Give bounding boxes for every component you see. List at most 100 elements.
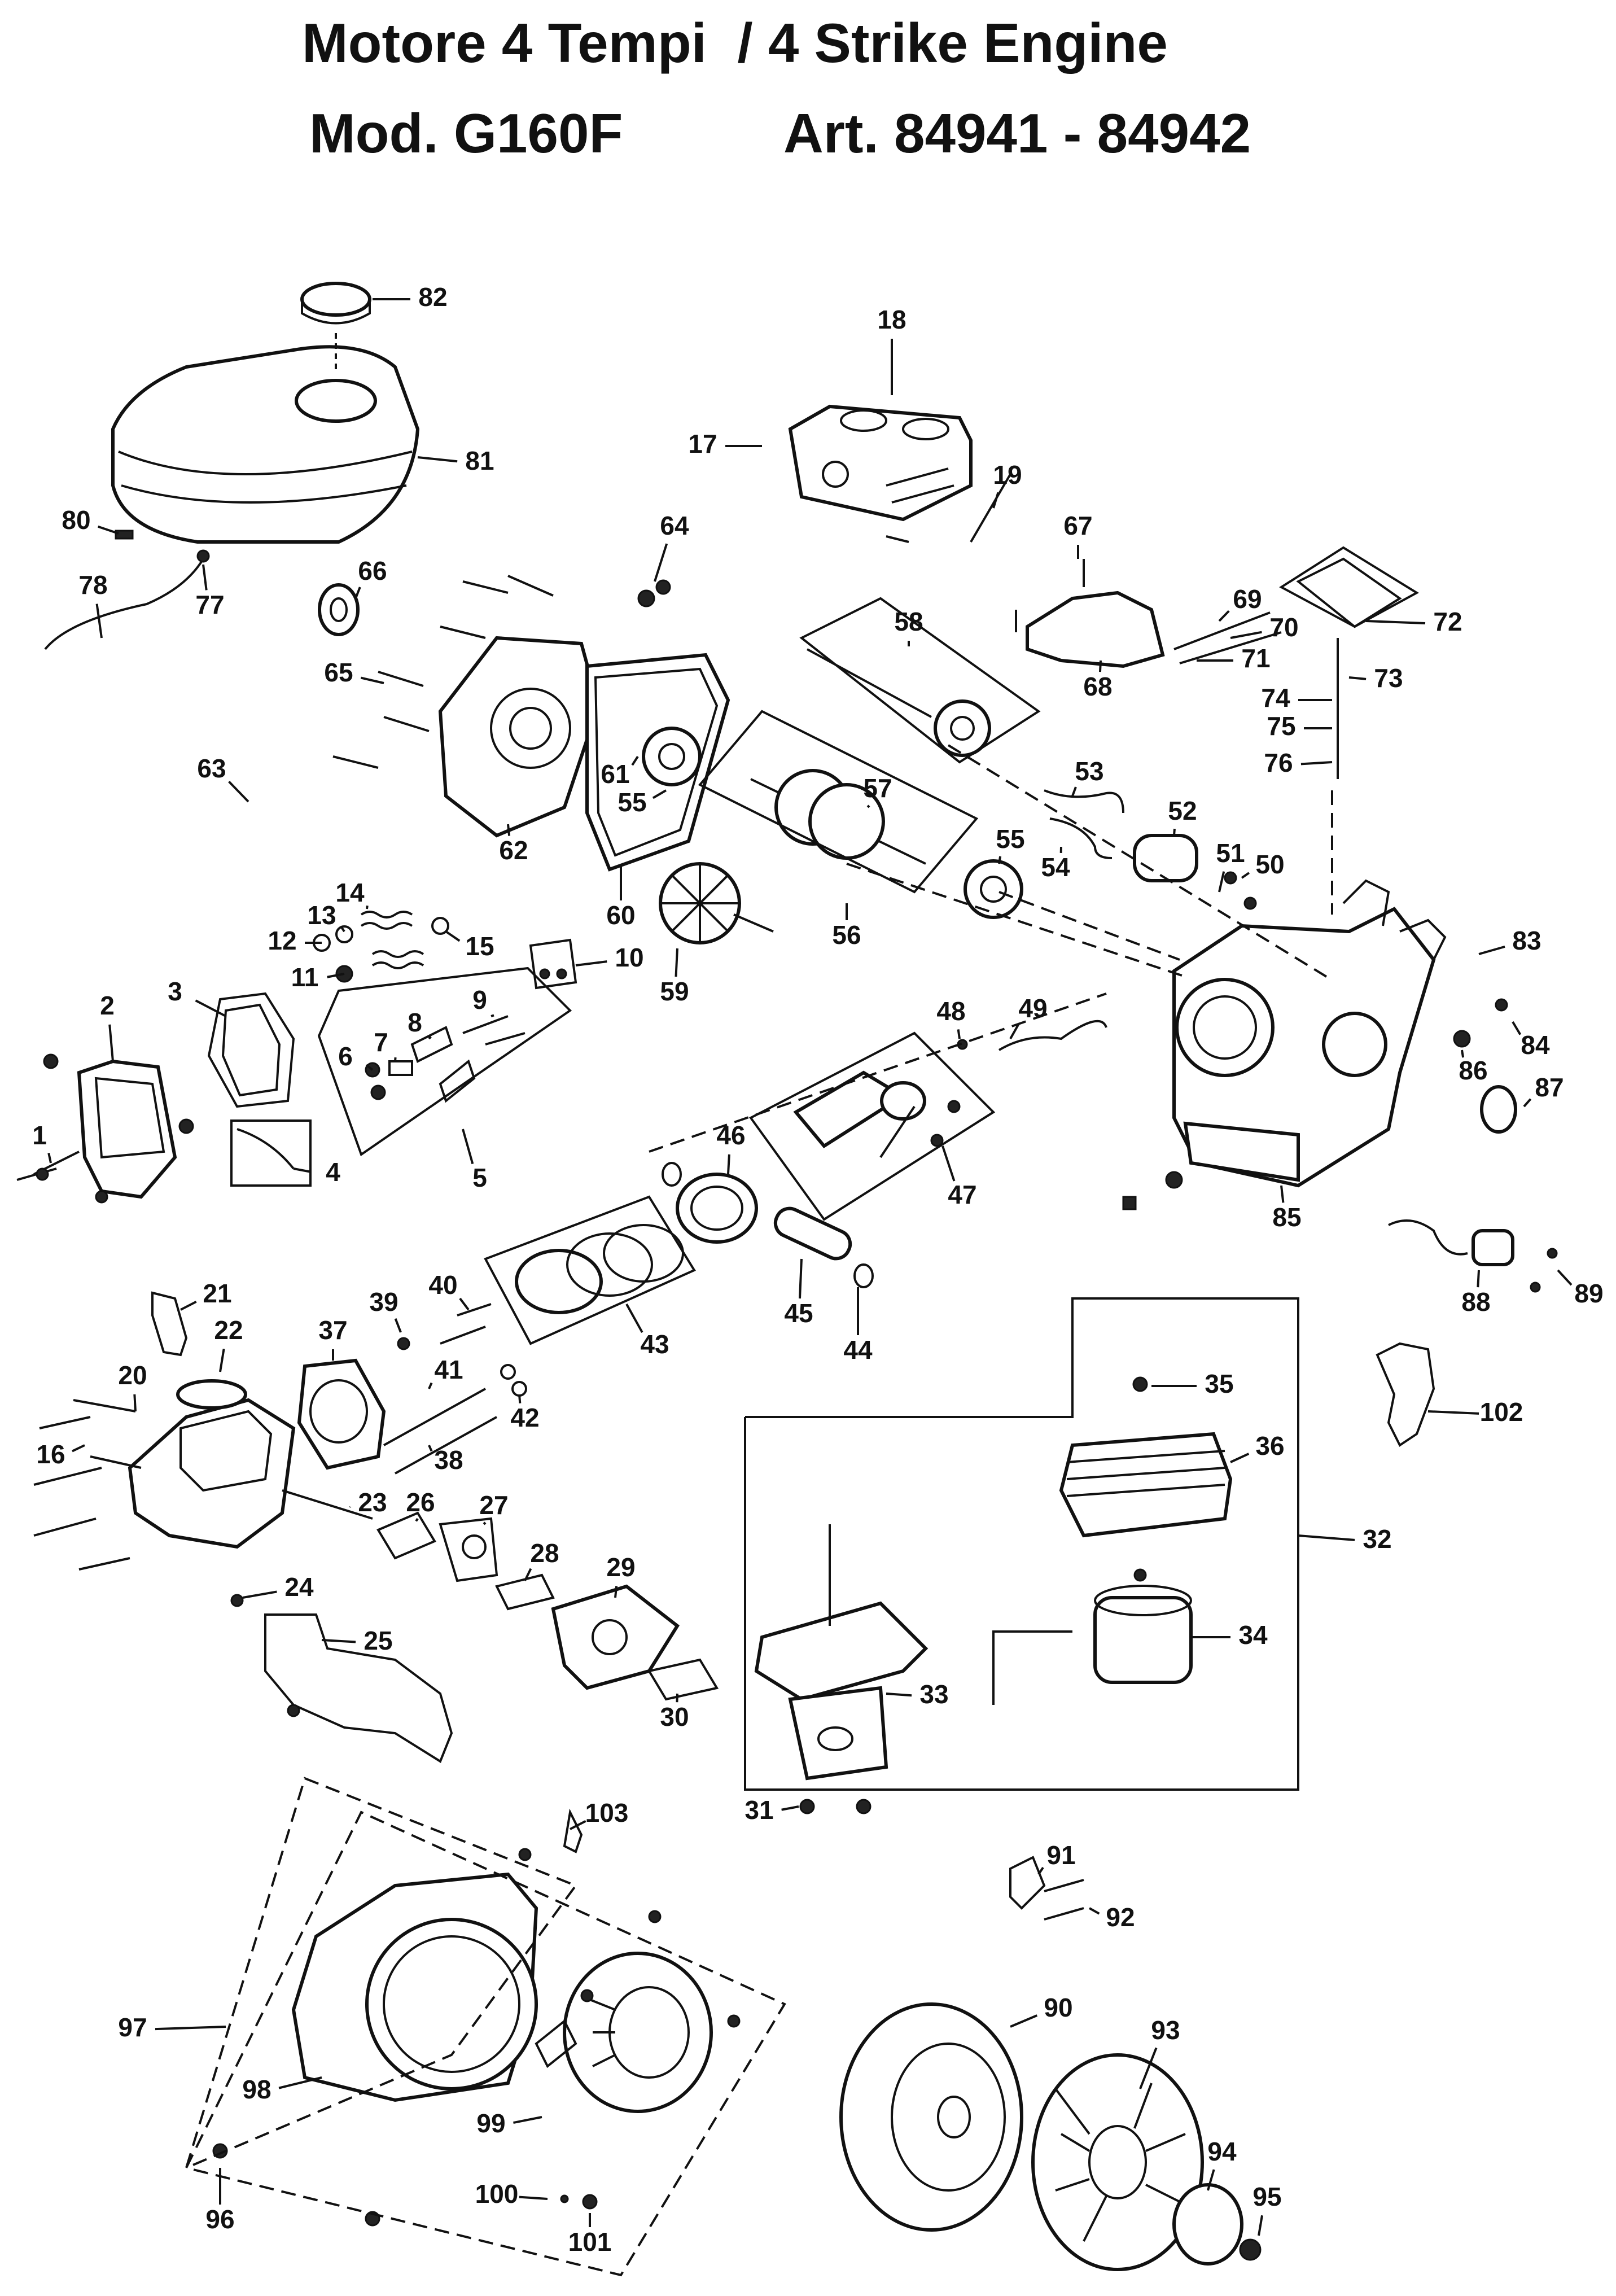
leader-line [72, 1444, 85, 1453]
part-callout-label: 99 [476, 2109, 505, 2138]
part-callout-label: 19 [993, 460, 1022, 489]
leader-line [614, 1586, 618, 1598]
group-boxes [184, 546, 1419, 2277]
part-callout-label: 67 [1063, 511, 1092, 540]
part-callout-label: 50 [1255, 850, 1284, 879]
part-callout-label: 69 [1233, 584, 1262, 614]
leader-line [1427, 1410, 1479, 1415]
part-callout-label: 57 [863, 773, 892, 803]
leader-line [445, 930, 461, 942]
leader-line [1280, 1185, 1285, 1203]
part-callout-label: 51 [1216, 838, 1245, 868]
leader-line [1139, 2047, 1158, 2089]
leader-line [1557, 1269, 1573, 1286]
part-callout-label: 3 [168, 977, 182, 1006]
part-callout-label: 10 [615, 943, 643, 972]
leader-line [195, 999, 226, 1017]
leader-line [781, 1805, 799, 1811]
part-callout-label: 61 [601, 759, 629, 789]
leader-line [1207, 2169, 1215, 2191]
leader-line [1477, 1270, 1480, 1288]
part-callout-label: 87 [1535, 1073, 1564, 1102]
callout-leader-lines [47, 298, 1573, 2236]
leader-line [327, 973, 345, 978]
part-callout-label: 49 [1018, 994, 1047, 1023]
part-callout-label: 98 [242, 2075, 271, 2104]
leader-line [360, 676, 384, 684]
fuel-line-drawing [44, 530, 210, 650]
part-callout-label: 60 [606, 900, 635, 930]
part-callout-label: 11 [291, 963, 319, 992]
part-callout-label: 36 [1255, 1431, 1284, 1460]
part-callout-label: 45 [784, 1298, 813, 1328]
part-callout-label: 73 [1374, 663, 1403, 693]
part-callout-label: 82 [418, 282, 447, 312]
part-callout-label: 89 [1574, 1279, 1603, 1308]
page-title: Motore 4 Tempi / 4 Strike Engine [302, 12, 1168, 74]
part-callout-label: 7 [374, 1027, 388, 1057]
part-callout-label: 1 [32, 1121, 47, 1150]
leader-line [941, 1145, 956, 1182]
leader-line [798, 1258, 803, 1299]
leader-line [1478, 945, 1505, 955]
leader-line [1300, 761, 1333, 766]
crankshaft-drawing [642, 727, 1023, 919]
part-callout-label: 30 [660, 1702, 689, 1731]
crankcase-cover-drawing [438, 636, 730, 872]
leader-line [394, 1057, 397, 1062]
part-callout-label: 94 [1207, 2137, 1237, 2166]
leader-line [524, 1568, 532, 1581]
title-block: Motore 4 Tempi / 4 Strike Engine Mod. G1… [0, 0, 1616, 169]
connecting-rod-drawing [793, 1020, 1107, 1158]
part-callout-label: 90 [1044, 1993, 1072, 2022]
leader-line [108, 1024, 114, 1062]
fuel-tank-drawing [111, 282, 420, 544]
part-callout-label: 40 [428, 1270, 457, 1300]
rocker-arm-drawings [365, 938, 577, 1103]
leader-line [998, 856, 1002, 864]
leader-line [654, 543, 668, 582]
leader-line [180, 1300, 197, 1311]
part-callout-label: 78 [78, 570, 107, 600]
part-callout-label: 29 [606, 1552, 635, 1582]
leader-line [1089, 1907, 1100, 1915]
leader-line [1230, 1453, 1250, 1463]
head-gasket-drawing [297, 1303, 527, 1475]
part-callout-label: 23 [358, 1488, 387, 1517]
part-callout-label: 15 [465, 931, 494, 961]
leader-line [652, 789, 667, 799]
leader-line [1523, 1098, 1532, 1108]
part-callout-label: 75 [1267, 711, 1295, 741]
part-callout-label: 101 [568, 2227, 612, 2256]
leader-line [992, 492, 1000, 509]
part-callout-label: 58 [894, 607, 923, 636]
leader-line [365, 1064, 374, 1071]
part-callout-label: 24 [284, 1572, 314, 1602]
part-callout-label: 74 [1261, 683, 1290, 712]
part-callout-label: 96 [205, 2205, 234, 2234]
part-callout-label: 39 [369, 1287, 398, 1317]
crankcase-block-drawing [1122, 879, 1517, 1210]
part-callout-label: 27 [479, 1490, 508, 1520]
leader-line [513, 2116, 542, 2124]
leader-line [133, 1394, 137, 1412]
part-callout-label: 88 [1461, 1287, 1490, 1317]
part-callout-label: 80 [62, 505, 90, 535]
part-callout-label: 70 [1269, 613, 1298, 642]
leader-line [1298, 1534, 1355, 1541]
part-callout-label: 93 [1151, 2015, 1180, 2045]
leader-line [321, 1639, 356, 1643]
part-callout-label: 25 [364, 1626, 392, 1655]
part-callout-label: 55 [996, 824, 1024, 854]
part-callout-label: 66 [358, 556, 387, 585]
leader-line [570, 1820, 586, 1830]
leader-line [1010, 2014, 1038, 2028]
leader-line [228, 780, 249, 803]
leader-line [459, 1297, 470, 1311]
part-callout-label: 52 [1168, 796, 1197, 825]
part-callout-label: 37 [318, 1315, 347, 1345]
leader-line [518, 1394, 522, 1403]
fan-shroud-drawing [212, 1808, 741, 2227]
